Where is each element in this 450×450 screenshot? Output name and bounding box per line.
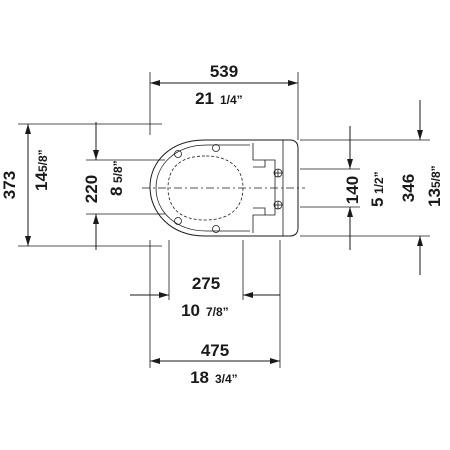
dim-back-in: 13: [425, 188, 444, 207]
dim-depth-total-mm: 373: [0, 171, 19, 199]
dim-depth-inner-mm: 220: [82, 175, 101, 203]
dim-back-frac: 5/8”: [429, 165, 443, 188]
dim-mount-in: 5: [368, 198, 387, 207]
dimension-width-total: 539 21 1/4”: [149, 62, 299, 140]
dim-offset-mm: 275: [192, 274, 220, 293]
dim-depth-inner-in: 8: [107, 187, 126, 196]
dimension-depth-inner: 220 8 5/8”: [82, 122, 165, 250]
dim-mount-mm: 140: [343, 176, 362, 204]
dimension-seat-length: 475 18 3/4”: [149, 240, 281, 387]
dim-width-mm: 539: [210, 62, 238, 81]
dim-width-frac: 1/4”: [220, 93, 243, 107]
seat-plan-view: [142, 139, 305, 237]
dimension-depth-total: 373 14 5/8”: [0, 123, 162, 247]
dim-depth-total-in: 14: [32, 172, 51, 191]
dimension-depth-mount: 140 5 1/2”: [300, 126, 387, 250]
dim-length-mm: 475: [201, 341, 229, 360]
dim-length-frac: 3/4”: [215, 372, 238, 386]
dimension-depth-back: 346 13 5/8”: [300, 100, 444, 275]
dim-depth-total-frac: 5/8”: [36, 149, 50, 172]
dim-width-in: 21: [195, 89, 214, 108]
dim-depth-inner-frac: 5/8”: [111, 160, 125, 183]
dim-mount-frac: 1/2”: [372, 171, 386, 194]
dim-offset-in: 10: [181, 301, 200, 320]
dim-offset-frac: 7/8”: [206, 305, 229, 319]
dimension-seat-offset: 275 10 7/8”: [130, 240, 280, 320]
dim-back-mm: 346: [399, 174, 418, 202]
dim-length-in: 18: [190, 368, 209, 387]
